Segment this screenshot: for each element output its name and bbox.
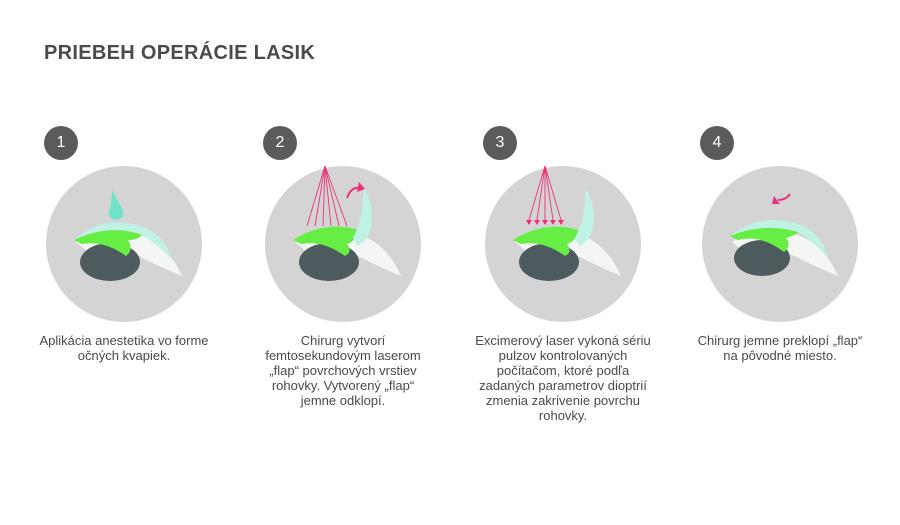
pupil-shape [519, 243, 579, 281]
flap-shape [513, 226, 579, 256]
pupil-shape [80, 243, 140, 281]
lift-arrow-head [357, 182, 365, 192]
step-4-number-badge: 4 [700, 126, 734, 160]
step-4-eye-illustration [702, 166, 858, 322]
step-1-eye-illustration [46, 166, 202, 322]
excimer-laser-beams [528, 165, 562, 221]
step-3-eye-illustration [485, 165, 641, 322]
step-4-description: Chirurg jemne preklopí „flap“ na pôvodné… [697, 333, 863, 363]
laser-pulse-markers [526, 220, 564, 225]
pupil-shape [299, 243, 359, 281]
step-2-eye-illustration [265, 165, 421, 322]
step-1-description: Aplikácia anestetika vo forme očných kva… [39, 333, 209, 363]
lifted-flap-shape [575, 188, 594, 246]
cornea-shape [74, 222, 172, 260]
repositioned-flap-shape [730, 219, 828, 258]
flap-shape [293, 226, 359, 256]
femtosecond-laser-beams [306, 165, 348, 227]
step-3-number-badge: 3 [483, 126, 517, 160]
step-2-number-badge: 2 [263, 126, 297, 160]
step-2-description: Chirurg vytvorí femtosekundovým laserom … [265, 333, 421, 408]
pupil-shape [734, 240, 790, 276]
reposition-arrow-head [772, 196, 780, 204]
step-1-number-badge: 1 [44, 126, 78, 160]
eye-drop-icon [108, 190, 124, 220]
page-title: PRIEBEH OPERÁCIE LASIK [44, 42, 316, 64]
reposition-arrow-icon [777, 193, 791, 201]
step-3-description: Excimerový laser vykoná sériu pulzov kon… [475, 333, 651, 423]
lifted-flap-shape [353, 186, 372, 246]
